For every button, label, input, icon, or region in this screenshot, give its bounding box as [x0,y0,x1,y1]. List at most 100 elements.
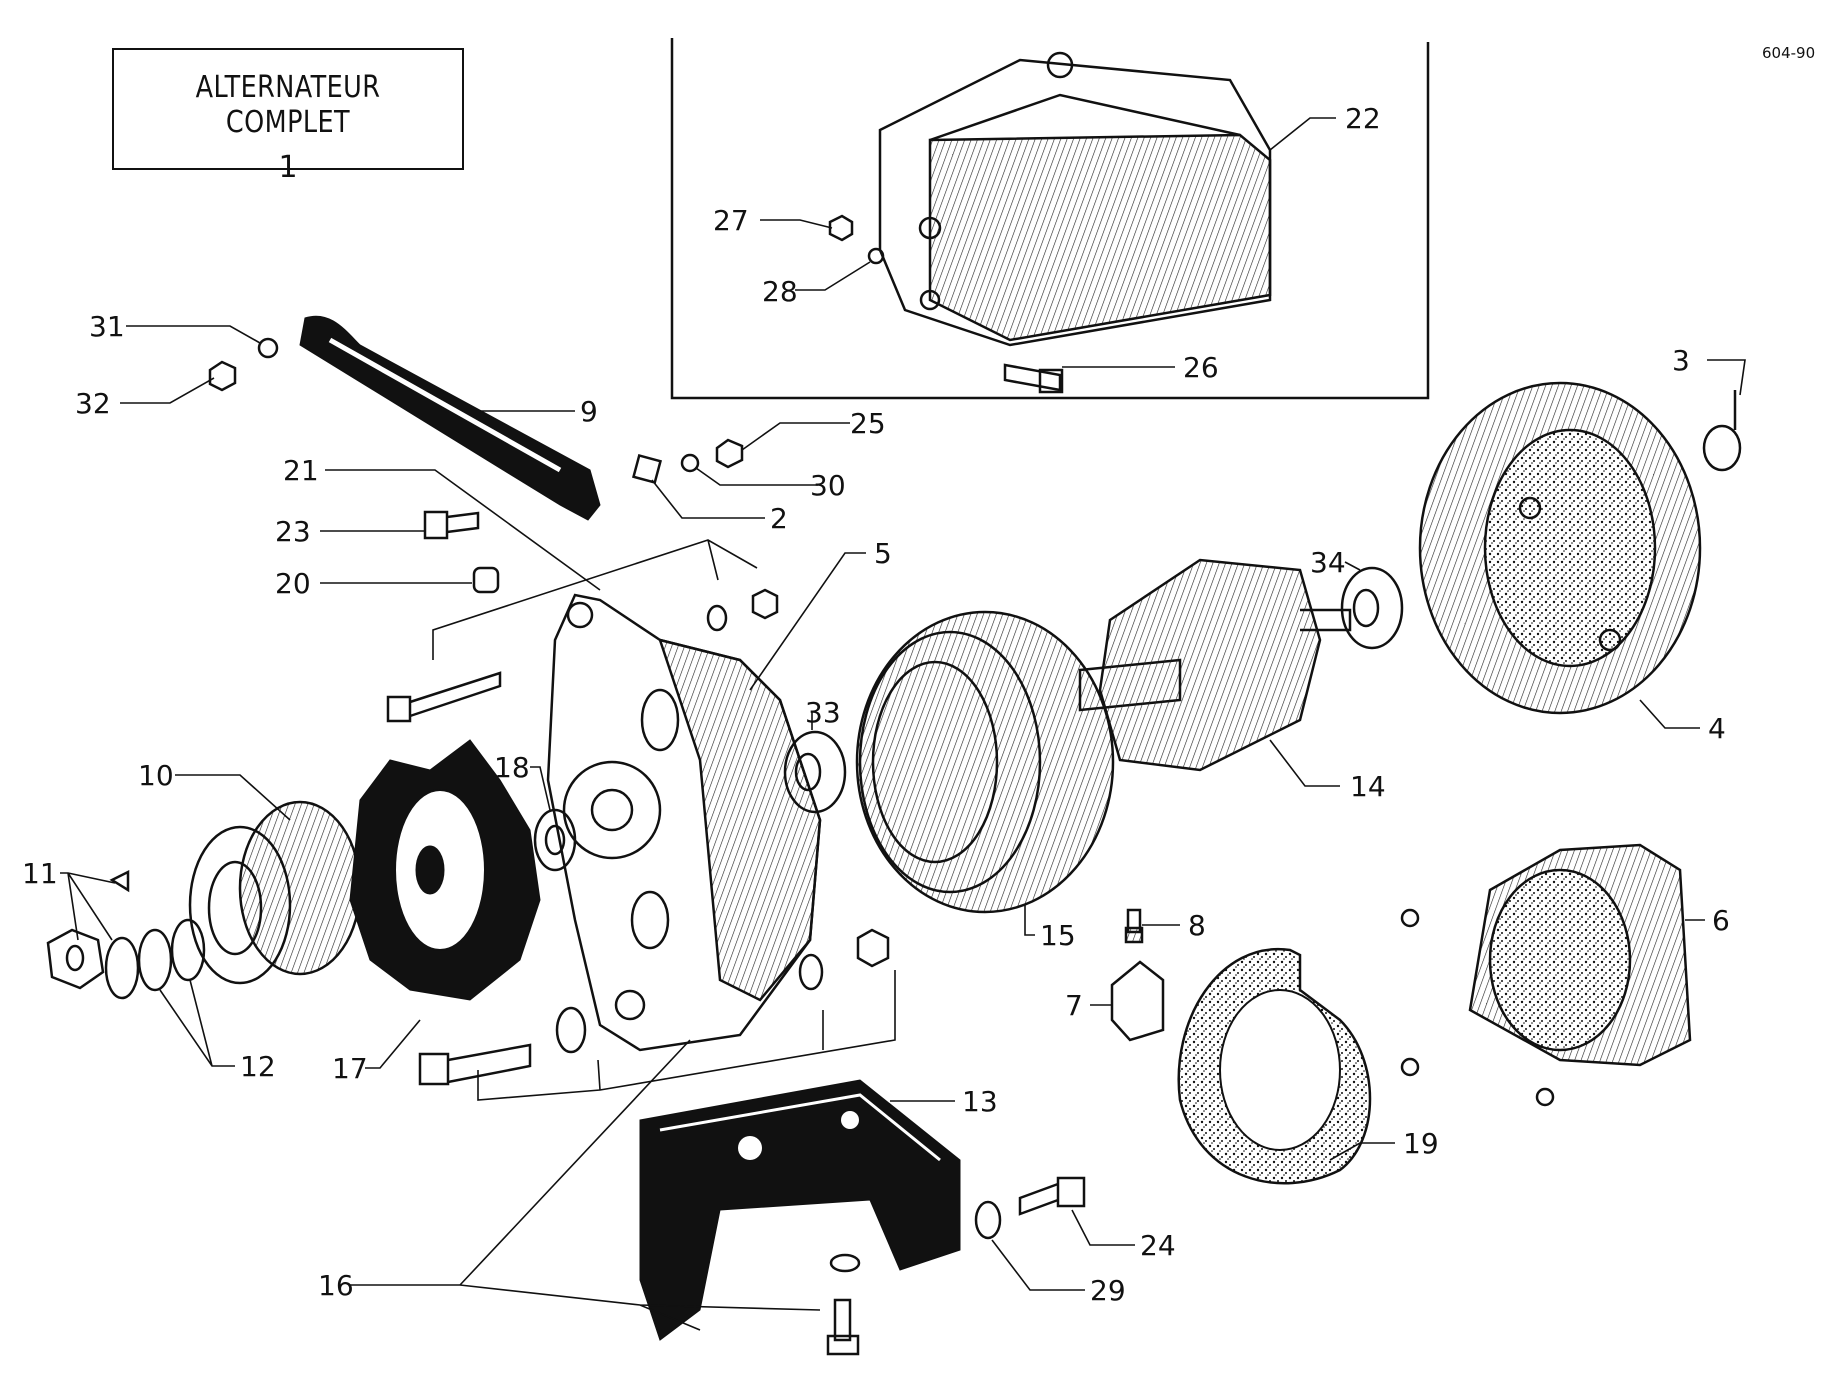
label-15: 15 [1040,919,1076,952]
washers-12 [104,918,206,1000]
leader-3 [1707,359,1746,396]
leader-32 [120,377,215,404]
washer-29 [974,1200,1002,1240]
label-17: 17 [332,1052,368,1085]
regulator-inset-frame [670,38,1430,400]
nut-25 [715,438,744,469]
nut-top-b [751,588,779,620]
reference-code: 604-90 [1762,44,1816,62]
washer-31 [257,337,279,359]
leader-11 [60,872,116,941]
washer-28 [867,247,885,265]
label-18: 18 [494,751,530,784]
label-3: 3 [1672,344,1690,377]
leader-34 [1344,561,1361,571]
label-16: 16 [318,1269,354,1302]
leader-17 [365,1019,421,1069]
leader-18 [530,766,551,811]
label-29: 29 [1090,1274,1126,1307]
label-7: 7 [1065,989,1083,1022]
washer-lower-a [555,1006,587,1054]
nut-11 [46,928,105,990]
long-bolt [386,671,502,723]
square-nut-2 [631,453,663,485]
label-25: 25 [850,407,886,440]
leader-2 [651,479,765,519]
leader-24 [1071,1209,1135,1246]
leader-31 [126,325,261,344]
leader-10 [175,774,291,821]
label-11: 11 [22,857,58,890]
leader-16 [350,1039,821,1331]
bearing-18 [533,808,577,872]
bearing-33 [783,730,847,814]
label-21: 21 [283,454,319,487]
leader-14 [1269,739,1340,787]
key-11 [109,869,130,893]
pulley-10 [188,800,362,985]
bolt-23 [423,510,480,540]
label-22: 22 [1345,102,1381,135]
slip-ring-end-housing-4 [1418,381,1702,715]
spacer-20 [472,566,500,594]
terminal-3 [1702,390,1742,472]
label-32: 32 [75,387,111,420]
group-bracket-top [432,539,758,660]
drive-end-shield-5 [546,593,822,1052]
label-19: 19 [1403,1127,1439,1160]
group-bracket-bottom [477,970,896,1101]
leader-5 [749,552,866,691]
label-10: 10 [138,759,174,792]
label-26: 26 [1183,351,1219,384]
label-31: 31 [89,310,125,343]
label-6: 6 [1712,904,1730,937]
mounting-bracket-13 [639,1079,961,1341]
bolt-24 [1018,1176,1086,1216]
leader-25 [741,422,850,451]
gasket-19 [1177,947,1372,1185]
label-4: 4 [1708,712,1726,745]
label-27: 27 [713,204,749,237]
rectifier-bridge-6 [1400,843,1692,1107]
leader-4 [1639,699,1700,729]
label-5: 5 [874,537,892,570]
bolt-lower [418,1043,532,1086]
leader-28 [795,261,871,291]
screw-26 [1003,363,1064,394]
leader-12 [159,979,235,1067]
bolt-16 [826,1253,861,1356]
label-24: 24 [1140,1229,1176,1262]
nut-lower-c [856,928,890,968]
label-13: 13 [962,1085,998,1118]
leader-15 [1024,905,1035,936]
brush-8 [1124,908,1144,944]
leader-21 [325,469,601,591]
leader-29 [991,1239,1085,1291]
leader-27 [760,219,833,229]
title-box: ALTERNATEUR COMPLET 1 [112,48,464,185]
label-23: 23 [275,515,311,548]
label-34: 34 [1310,546,1346,579]
leader-30 [695,467,818,486]
washer-lower-b [798,953,824,991]
leader-22 [1269,117,1336,151]
nut-32 [208,360,237,392]
fan-17 [349,739,541,1001]
title-text: ALTERNATEUR COMPLET [195,70,381,140]
label-33: 33 [805,696,841,729]
stator-15 [855,610,1115,914]
washer-top-a [706,604,728,632]
nut-27 [828,214,854,242]
bearing-34 [1340,566,1404,650]
washer-30 [680,453,700,473]
label-12: 12 [240,1050,276,1083]
label-9: 9 [580,395,598,428]
label-14: 14 [1350,770,1386,803]
label-30: 30 [810,469,846,502]
rotor-14 [1078,558,1352,772]
title-number: 1 [278,150,298,185]
label-28: 28 [762,275,798,308]
brush-holder-7 [1110,960,1165,1042]
label-2: 2 [770,502,788,535]
